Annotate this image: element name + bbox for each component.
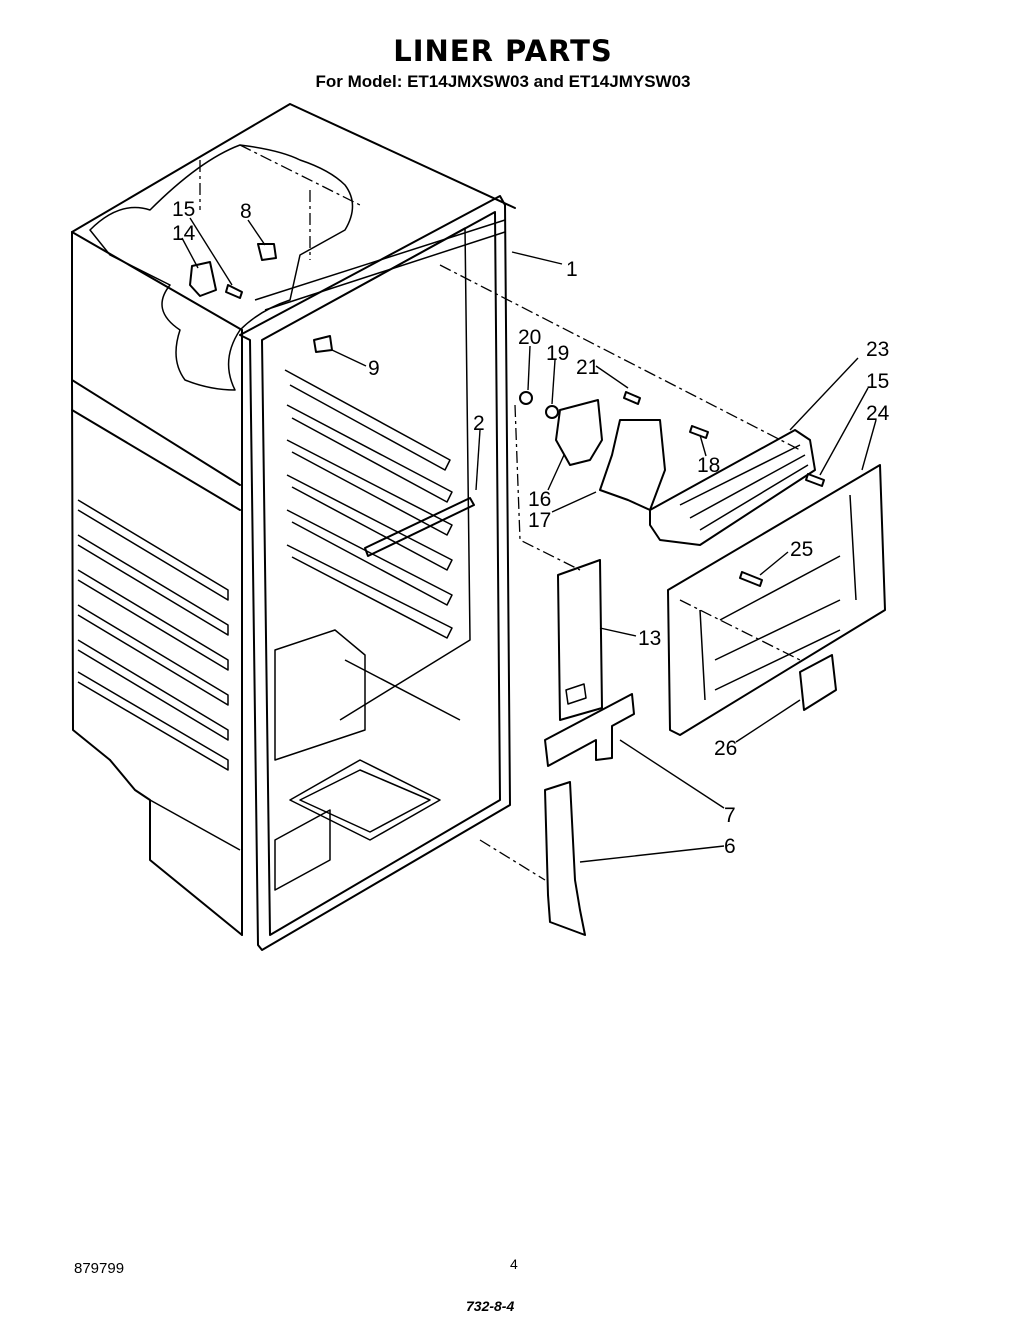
part-26-plate xyxy=(799,654,837,711)
part-19-grommet xyxy=(545,405,559,419)
callout-24: 24 xyxy=(866,402,890,425)
model-subtitle: For Model: ET14JMXSW03 and ET14JMYSW03 xyxy=(315,72,691,91)
part-7-baffle xyxy=(544,693,635,767)
callout-labels: 1 2 6 7 8 9 13 14 15 15 16 17 18 19 20 2… xyxy=(172,198,890,858)
document-number: 879799 xyxy=(74,1260,125,1277)
callout-7: 7 xyxy=(724,804,736,827)
callout-16: 16 xyxy=(528,488,551,511)
callout-2: 2 xyxy=(473,412,485,435)
callout-9: 9 xyxy=(368,357,380,380)
part-15-screw xyxy=(225,284,243,299)
part-18-screw xyxy=(689,425,709,439)
small-parts xyxy=(189,243,886,936)
callout-19: 19 xyxy=(546,342,569,365)
part-16-motor xyxy=(555,399,603,466)
assembly-lines xyxy=(199,144,801,881)
part-23-grille xyxy=(649,429,816,546)
footer-code: 732-8-4 xyxy=(466,1298,515,1314)
page-title: LINER PARTS xyxy=(393,34,613,68)
part-2-tube xyxy=(364,497,475,557)
callout-23: 23 xyxy=(866,338,889,361)
leader-lines xyxy=(181,217,877,863)
part-20-grommet xyxy=(519,391,533,405)
callout-18: 18 xyxy=(697,454,720,477)
callout-17: 17 xyxy=(528,509,551,532)
part-21-screw xyxy=(623,391,641,405)
callout-15-top: 15 xyxy=(172,198,195,221)
callout-6: 6 xyxy=(724,835,736,858)
part-15-screw-right xyxy=(805,473,825,487)
part-14-bracket xyxy=(189,261,217,297)
callout-8: 8 xyxy=(240,200,252,223)
part-25-screw xyxy=(739,571,763,587)
callout-14: 14 xyxy=(172,222,196,245)
callout-1: 1 xyxy=(566,258,578,281)
callout-13: 13 xyxy=(638,627,661,650)
callout-15-right: 15 xyxy=(866,370,889,393)
callout-21: 21 xyxy=(576,356,599,379)
part-8-clip xyxy=(257,243,277,261)
callout-25: 25 xyxy=(790,538,813,561)
part-13-duct xyxy=(557,559,603,721)
part-6-duct xyxy=(544,781,586,936)
part-17-fan xyxy=(599,419,666,511)
callout-20: 20 xyxy=(518,326,541,349)
page-number: 4 xyxy=(510,1256,518,1272)
callout-26: 26 xyxy=(714,737,737,760)
part-9-clip xyxy=(313,335,333,353)
liner-cabinet xyxy=(71,103,516,951)
part-24-panel xyxy=(667,464,886,736)
